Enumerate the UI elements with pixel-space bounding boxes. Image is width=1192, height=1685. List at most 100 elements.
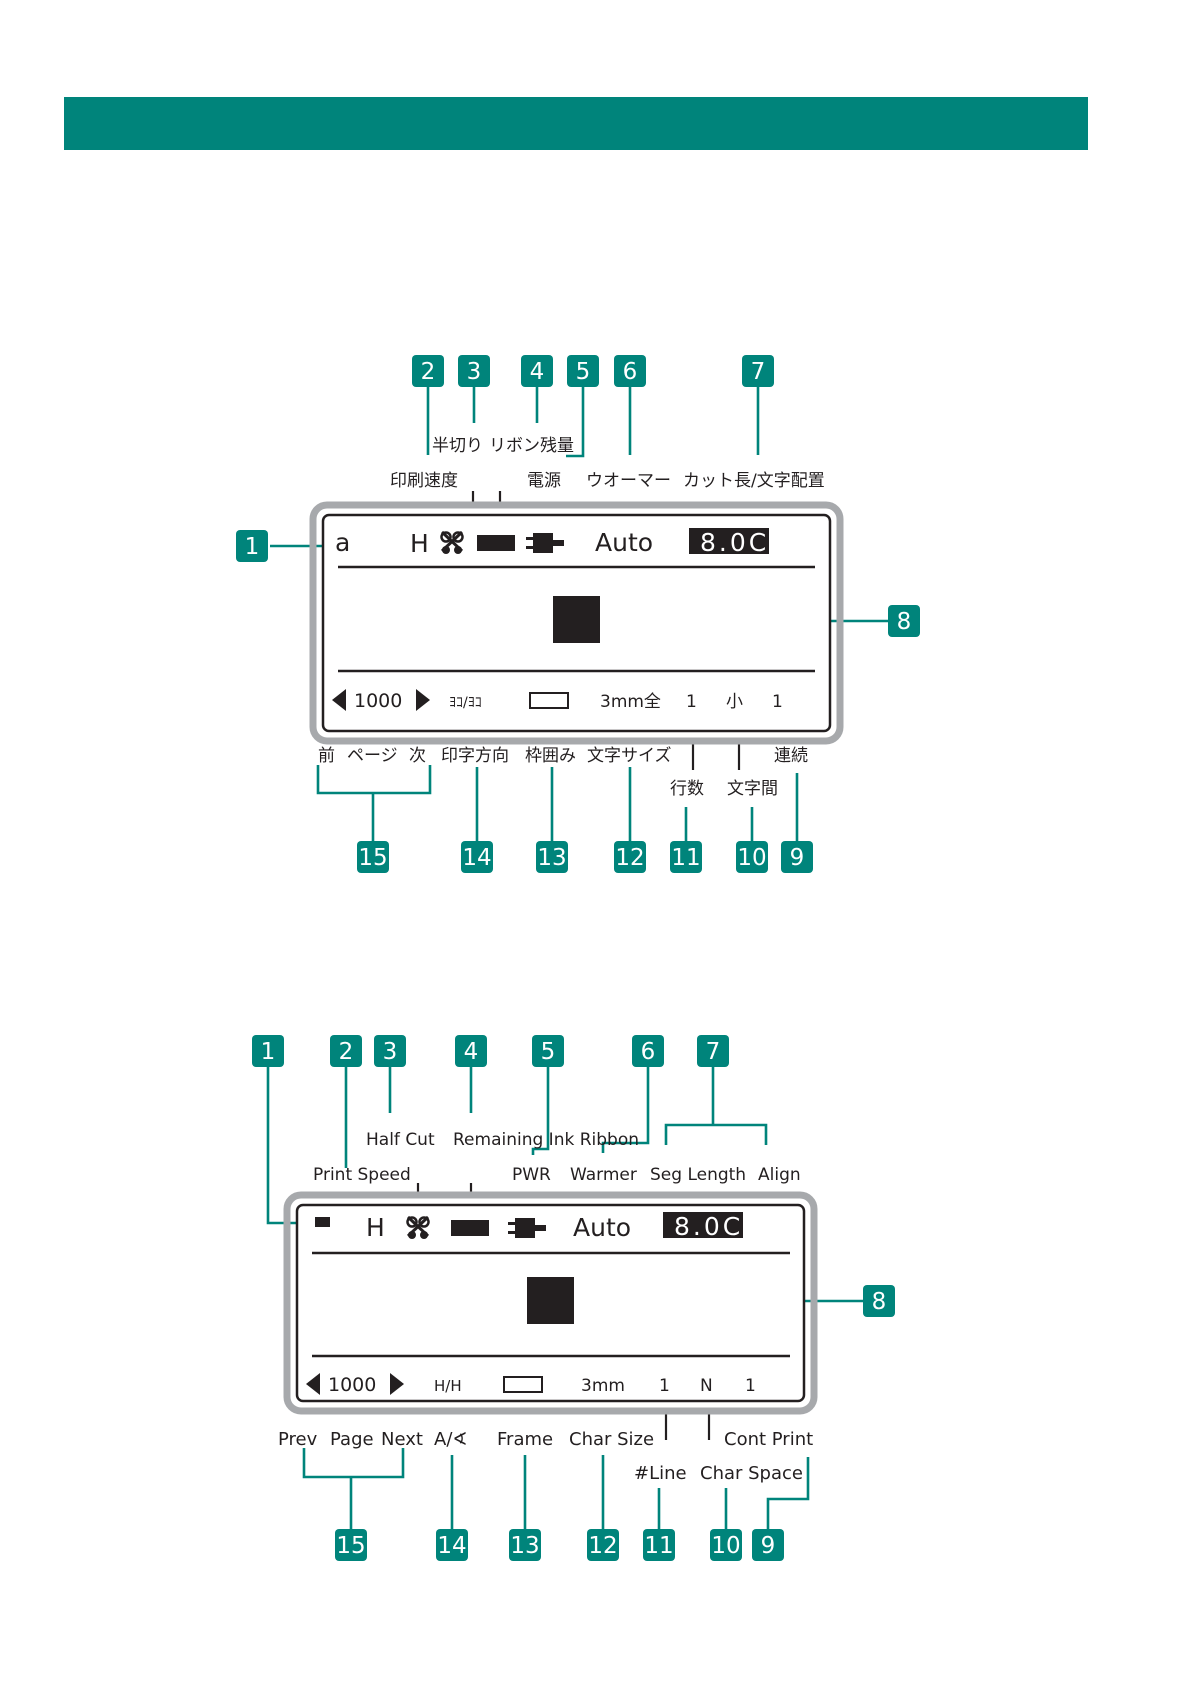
badge-8: 8 bbox=[888, 605, 920, 637]
next-arrow-icon[interactable] bbox=[390, 1373, 404, 1395]
badge-6: 6 bbox=[632, 1035, 664, 1067]
svg-text:13: 13 bbox=[510, 1533, 539, 1559]
caption-cut-length: カット長/文字配置 bbox=[683, 471, 825, 491]
section-header-bar bbox=[64, 97, 1088, 150]
scissors-icon bbox=[440, 530, 464, 554]
svg-text:9: 9 bbox=[761, 1533, 776, 1559]
caption-next: Next bbox=[381, 1429, 423, 1450]
svg-text:7: 7 bbox=[751, 359, 766, 385]
cont-value: 1 bbox=[745, 1376, 756, 1396]
svg-text:2: 2 bbox=[421, 359, 436, 385]
svg-text:2: 2 bbox=[339, 1039, 354, 1065]
japanese-display-diagram: 2 3 4 5 6 7 1 8 半切り リボン残量 印刷速度 電源 ウオーマー … bbox=[0, 345, 1192, 885]
teal-bracket-15 bbox=[316, 765, 432, 795]
caption-align: Align bbox=[758, 1165, 801, 1185]
spacing-value: N bbox=[700, 1376, 713, 1396]
next-arrow-icon[interactable] bbox=[416, 689, 430, 711]
caption-warmer: Warmer bbox=[570, 1165, 637, 1185]
caption-cont: Cont Print bbox=[724, 1429, 813, 1450]
badge-4: 4 bbox=[521, 355, 553, 387]
svg-text:10: 10 bbox=[737, 845, 766, 871]
cursor-block bbox=[553, 596, 600, 643]
direction-value: H/H bbox=[434, 1377, 462, 1395]
page-number: 1000 bbox=[354, 690, 402, 712]
page-number: 1000 bbox=[328, 1374, 376, 1396]
badge-1: 1 bbox=[236, 530, 268, 562]
badge-2: 2 bbox=[412, 355, 444, 387]
badge-9: 9 bbox=[781, 841, 813, 873]
length-highlight bbox=[689, 528, 769, 554]
caption-direction: A/∢ bbox=[434, 1429, 467, 1450]
badge-6: 6 bbox=[614, 355, 646, 387]
badge-12: 12 bbox=[587, 1529, 619, 1561]
badge-3: 3 bbox=[374, 1035, 406, 1067]
char-size-value: 3mm bbox=[581, 1376, 625, 1396]
caption-half-cut: 半切り bbox=[432, 436, 483, 456]
svg-text:3: 3 bbox=[467, 359, 482, 385]
caption-seg-length: Seg Length bbox=[650, 1165, 746, 1185]
badge-11: 11 bbox=[643, 1529, 675, 1561]
badge-15: 15 bbox=[335, 1529, 367, 1561]
caption-lines: 行数 bbox=[670, 779, 704, 799]
teal-bracket-15 bbox=[302, 1448, 405, 1479]
english-diagram-svg: 1 2 3 4 5 6 7 8 Half Cut Remaining Ink R… bbox=[252, 1035, 895, 1561]
badge-13: 13 bbox=[536, 841, 568, 873]
svg-text:12: 12 bbox=[588, 1533, 617, 1559]
svg-text:11: 11 bbox=[671, 845, 700, 871]
badge-9: 9 bbox=[752, 1529, 784, 1561]
caption-page: ページ bbox=[347, 746, 398, 766]
lcd-outer-frame bbox=[309, 501, 844, 745]
caption-char-space: Char Space bbox=[700, 1463, 803, 1484]
caption-char-space: 文字間 bbox=[727, 779, 778, 799]
spacing-value: 小 bbox=[726, 692, 743, 712]
japanese-diagram-svg: 2 3 4 5 6 7 1 8 半切り リボン残量 印刷速度 電源 ウオーマー … bbox=[236, 355, 920, 873]
svg-text:9: 9 bbox=[790, 845, 805, 871]
frame-rect-icon bbox=[503, 1376, 543, 1393]
svg-text:1: 1 bbox=[245, 534, 260, 560]
badge-10: 10 bbox=[736, 841, 768, 873]
svg-text:15: 15 bbox=[336, 1533, 365, 1559]
caption-half-cut: Half Cut bbox=[366, 1130, 435, 1150]
teal-leader-9 bbox=[766, 1457, 810, 1529]
length-highlight bbox=[663, 1212, 743, 1238]
teal-leader-6 bbox=[601, 1062, 650, 1153]
badge-4: 4 bbox=[455, 1035, 487, 1067]
caption-next: 次 bbox=[409, 746, 426, 766]
prev-arrow-icon[interactable] bbox=[306, 1373, 320, 1395]
teal-leader-5 bbox=[531, 1062, 550, 1155]
badge-1: 1 bbox=[252, 1035, 284, 1067]
svg-text:5: 5 bbox=[541, 1039, 556, 1065]
caption-ribbon: Remaining Ink Ribbon bbox=[453, 1130, 639, 1150]
svg-text:14: 14 bbox=[437, 1533, 466, 1559]
caption-char-size: Char Size bbox=[569, 1429, 654, 1450]
badge-5: 5 bbox=[567, 355, 599, 387]
badge-7: 7 bbox=[697, 1035, 729, 1067]
badge-13: 13 bbox=[509, 1529, 541, 1561]
speed-indicator: H bbox=[410, 529, 429, 558]
caption-print-speed: Print Speed bbox=[313, 1165, 411, 1185]
teal-leader-1 bbox=[266, 1062, 305, 1225]
lines-value: 1 bbox=[659, 1376, 670, 1396]
prev-arrow-icon[interactable] bbox=[332, 689, 346, 711]
caption-frame: 枠囲み bbox=[525, 746, 576, 766]
font-mark: a bbox=[335, 528, 350, 557]
caption-page: Page bbox=[330, 1429, 374, 1450]
svg-text:13: 13 bbox=[537, 845, 566, 871]
ribbon-bar-icon bbox=[477, 535, 515, 551]
font-block-icon bbox=[315, 1217, 330, 1227]
direction-value: ﾖｺ/ﾖｺ bbox=[449, 695, 482, 711]
badge-2: 2 bbox=[330, 1035, 362, 1067]
teal-bracket-7 bbox=[664, 1123, 768, 1145]
caption-direction: 印字方向 bbox=[441, 746, 509, 766]
caption-lines: #Line bbox=[634, 1463, 687, 1484]
badge-5: 5 bbox=[532, 1035, 564, 1067]
svg-text:8: 8 bbox=[897, 609, 912, 635]
cut-length-value: 8.0C bbox=[700, 528, 769, 557]
caption-prev: Prev bbox=[278, 1429, 318, 1450]
teal-leader-5 bbox=[566, 382, 585, 458]
svg-text:14: 14 bbox=[462, 845, 491, 871]
lines-value: 1 bbox=[686, 692, 697, 712]
frame-rect-icon bbox=[529, 692, 569, 709]
svg-text:5: 5 bbox=[576, 359, 591, 385]
caption-print-speed: 印刷速度 bbox=[390, 471, 458, 491]
